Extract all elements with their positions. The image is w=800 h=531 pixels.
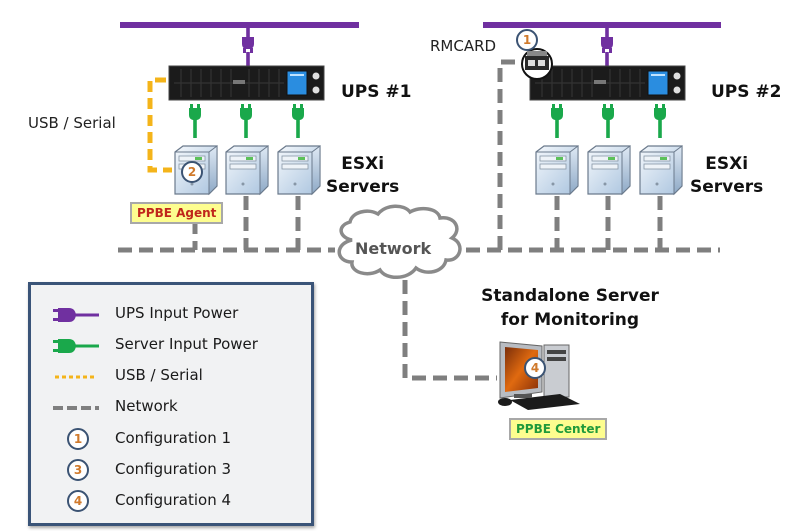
legend-item-configuration-1: 1 Configuration 1: [31, 426, 311, 454]
purple-plug-icon: [53, 308, 99, 322]
config-4-badge: 4: [524, 357, 546, 379]
server-plug-icon: [292, 104, 304, 138]
esxi-line1: ESXi: [341, 154, 385, 174]
legend-item-ups-input-power: UPS Input Power: [31, 301, 311, 329]
ups1-mains-bar: [120, 22, 359, 28]
ups1-label: UPS #1: [341, 82, 412, 102]
esxi-server-icon: [639, 145, 683, 195]
legend-label: Configuration 1: [115, 429, 232, 447]
esxi-server-icon: [225, 145, 269, 195]
esxi-line1: ESXi: [705, 154, 749, 174]
usb-serial-label: USB / Serial: [28, 114, 116, 132]
legend-label: UPS Input Power: [115, 304, 239, 322]
server-plug-icon: [602, 104, 614, 138]
rmcard-label: RMCARD: [430, 37, 497, 55]
esxi-server-icon: [277, 145, 321, 195]
dashed-gray-line-icon: [53, 406, 99, 410]
server-plug-icon: [654, 104, 666, 138]
esxi-server-icon: [535, 145, 579, 195]
network-cloud-label: Network: [355, 239, 432, 258]
green-plug-icon: [53, 339, 99, 353]
legend-label: Network: [115, 397, 178, 415]
legend-item-server-input-power: Server Input Power: [31, 332, 311, 360]
esxi-servers-label-2: ESXi Servers: [690, 153, 763, 199]
ups1-unit-icon: [168, 65, 325, 101]
legend: UPS Input Power Server Input Power USB /…: [28, 282, 314, 526]
ppbe-center-tag: PPBE Center: [509, 418, 608, 440]
config-1-badge: 1: [516, 29, 538, 51]
legend-item-network: Network: [31, 394, 311, 422]
legend-item-usb-serial: USB / Serial: [31, 363, 311, 391]
legend-item-configuration-3: 3 Configuration 3: [31, 457, 311, 485]
esxi-servers-label-1: ESXi Servers: [326, 153, 399, 199]
network-lines: [118, 59, 720, 381]
legend-label: USB / Serial: [115, 366, 203, 384]
standalone-line2: for Monitoring: [500, 310, 640, 330]
standalone-server-label: Standalone Server for Monitoring: [470, 284, 670, 332]
esxi-line2: Servers: [326, 177, 400, 197]
ups2-input-plug-icon: [601, 28, 613, 66]
server-plug-icon: [240, 104, 252, 138]
config-2-badge: 2: [181, 161, 203, 183]
rmcard-icon: [521, 48, 553, 80]
badge-icon: 4: [67, 490, 89, 512]
standalone-line1: Standalone Server: [481, 286, 659, 306]
ups2-label: UPS #2: [711, 82, 782, 102]
legend-label: Server Input Power: [115, 335, 258, 353]
ups2-unit-icon: [529, 65, 686, 101]
ups1-input-plug-icon: [242, 28, 254, 66]
legend-label: Configuration 4: [115, 491, 232, 509]
badge-icon: 1: [67, 428, 89, 450]
server-plug-icon: [551, 104, 563, 138]
ppbe-agent-tag: PPBE Agent: [130, 202, 224, 224]
legend-item-configuration-4: 4 Configuration 4: [31, 488, 311, 516]
esxi-server-icon: [587, 145, 631, 195]
usb-serial-line: [147, 77, 172, 173]
ups2-mains-bar: [483, 22, 721, 28]
badge-icon: 3: [67, 459, 89, 481]
esxi-line2: Servers: [690, 177, 764, 197]
dotted-yellow-line-icon: [55, 375, 97, 379]
server-plug-icon: [189, 104, 201, 138]
network-cloud-icon: [337, 204, 462, 279]
legend-label: Configuration 3: [115, 460, 232, 478]
